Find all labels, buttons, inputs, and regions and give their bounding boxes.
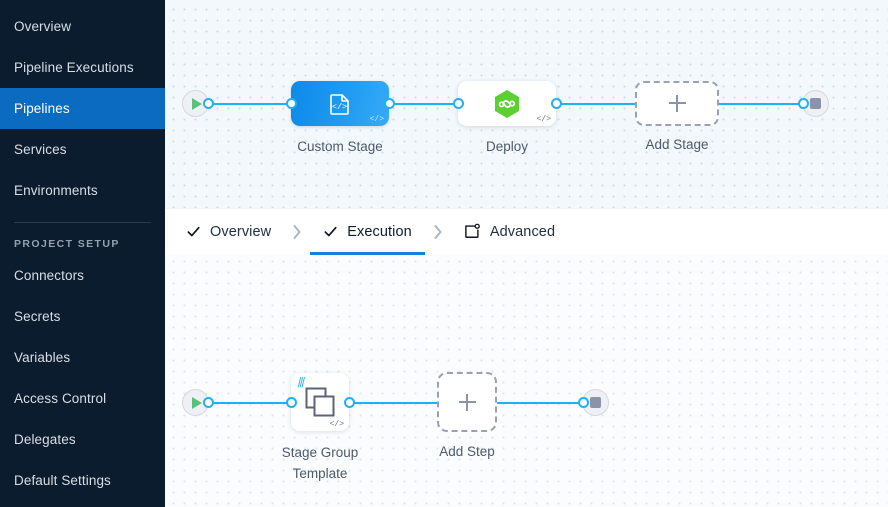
sidebar-item-label: Services: [14, 142, 67, 157]
edge-deploy-to-add-stage: [553, 103, 653, 105]
chevron-right-icon: [293, 224, 301, 239]
tab-label-advanced: Advanced: [489, 223, 556, 240]
stacked-squares-icon: [305, 387, 335, 417]
tab-execution[interactable]: Execution: [310, 209, 425, 255]
stage-config-tabbar: Overview Execution: [165, 208, 888, 255]
stage-label-custom-stage: Custom Stage: [297, 139, 383, 154]
stage-group-template-code-badge: </>: [329, 420, 344, 429]
edge-add-stage-to-end: [677, 103, 809, 105]
stage-graph-canvas[interactable]: </> </> Custom Stage </>: [165, 0, 888, 208]
deploy-stage-card[interactable]: </>: [458, 81, 556, 126]
sidebar-item-variables[interactable]: Variables: [0, 337, 165, 378]
custom-stage-input-port[interactable]: [286, 98, 297, 109]
tab-label-overview: Overview: [210, 223, 272, 240]
sidebar-item-environments[interactable]: Environments: [0, 170, 165, 211]
sidebar-item-services[interactable]: Services: [0, 129, 165, 170]
add-stage-button[interactable]: [635, 81, 719, 126]
custom-stage-output-port[interactable]: [384, 98, 395, 109]
sidebar-item-connectors[interactable]: Connectors: [0, 255, 165, 296]
step-graph-canvas[interactable]: ||| </> Stage Group Template Add Step: [165, 254, 888, 507]
stage-start-output-port[interactable]: [203, 397, 214, 408]
sidebar-section-project-setup: PROJECT SETUP: [14, 238, 120, 250]
custom-stage-card[interactable]: </> </>: [291, 81, 389, 126]
harness-cd-hexagon-icon: [495, 89, 519, 118]
add-stage-node[interactable]: [635, 81, 719, 126]
svg-text:</>: </>: [332, 102, 347, 112]
deploy-stage-code-badge: </>: [536, 115, 551, 124]
edge-start-to-stage-group-template: [203, 402, 323, 404]
step-label-stage-group-template: Stage Group Template: [281, 445, 359, 481]
edge-start-to-custom-stage: [203, 103, 323, 105]
add-step-label: Add Step: [439, 444, 495, 459]
stage-group-template-input-port[interactable]: [286, 397, 297, 408]
tab-separator-1: [284, 223, 310, 241]
sidebar-item-label: Environments: [14, 183, 98, 198]
stop-icon: [590, 397, 601, 408]
edge-stage-group-template-to-add-step: [343, 402, 463, 404]
stop-icon: [810, 98, 821, 109]
sidebar-item-pipelines[interactable]: Pipelines: [0, 88, 165, 129]
sidebar-item-pipeline-executions[interactable]: Pipeline Executions: [0, 47, 165, 88]
check-icon: [187, 226, 200, 237]
tab-overview[interactable]: Overview: [173, 209, 284, 255]
stage-label-deploy: Deploy: [485, 139, 529, 154]
main-content: </> </> Custom Stage </>: [165, 0, 888, 507]
custom-stage-code-badge: </>: [369, 115, 384, 124]
sidebar-item-label: Overview: [14, 19, 72, 34]
deploy-input-port[interactable]: [453, 98, 464, 109]
edge-add-step-to-end: [490, 402, 594, 404]
sidebar-item-label: Connectors: [14, 268, 85, 283]
start-output-port[interactable]: [203, 98, 214, 109]
tab-label-execution: Execution: [347, 223, 412, 240]
edge-custom-stage-to-deploy: [383, 103, 503, 105]
sidebar-item-overview[interactable]: Overview: [0, 6, 165, 47]
tab-advanced[interactable]: Advanced: [451, 209, 568, 255]
sidebar-item-secrets[interactable]: Secrets: [0, 296, 165, 337]
sidebar-item-label: Default Settings: [14, 473, 111, 488]
sidebar-item-access-control[interactable]: Access Control: [0, 378, 165, 419]
sidebar-item-label: Variables: [14, 350, 71, 365]
stage-node-custom-stage[interactable]: </> </>: [291, 81, 389, 126]
add-step-node[interactable]: [437, 372, 497, 432]
sidebar-item-delegates[interactable]: Delegates: [0, 419, 165, 460]
deploy-output-port[interactable]: [551, 98, 562, 109]
end-input-port[interactable]: [798, 98, 809, 109]
stage-node-deploy[interactable]: </>: [458, 81, 556, 126]
play-icon: [192, 97, 202, 110]
advanced-settings-icon: [465, 223, 480, 238]
add-step-button[interactable]: [437, 372, 497, 432]
chevron-right-icon: [434, 224, 442, 239]
sidebar-item-label: Delegates: [14, 432, 76, 447]
sidebar-item-label: Secrets: [14, 309, 61, 324]
sidebar-item-label: Access Control: [14, 391, 107, 406]
stage-end-input-port[interactable]: [578, 397, 589, 408]
plus-icon: [668, 95, 686, 112]
sidebar-item-label: Pipeline Executions: [14, 60, 134, 75]
custom-stage-code-icon: </>: [330, 93, 349, 115]
sidebar-item-default-settings[interactable]: Default Settings: [0, 460, 165, 501]
stage-start-node[interactable]: [182, 389, 209, 416]
add-stage-label: Add Stage: [645, 137, 709, 152]
sidebar-divider: [14, 222, 151, 223]
plus-icon: [458, 393, 476, 411]
sidebar-item-label: Pipelines: [14, 101, 70, 116]
sidebar: Overview Pipeline Executions Pipelines S…: [0, 0, 165, 507]
stage-group-template-output-port[interactable]: [344, 397, 355, 408]
step-node-stage-group-template[interactable]: ||| </>: [291, 373, 349, 431]
stage-end-node[interactable]: [582, 389, 609, 416]
check-icon: [324, 226, 337, 237]
play-icon: [192, 396, 202, 409]
tab-separator-2: [425, 223, 451, 241]
stage-group-template-card[interactable]: ||| </>: [291, 373, 349, 431]
